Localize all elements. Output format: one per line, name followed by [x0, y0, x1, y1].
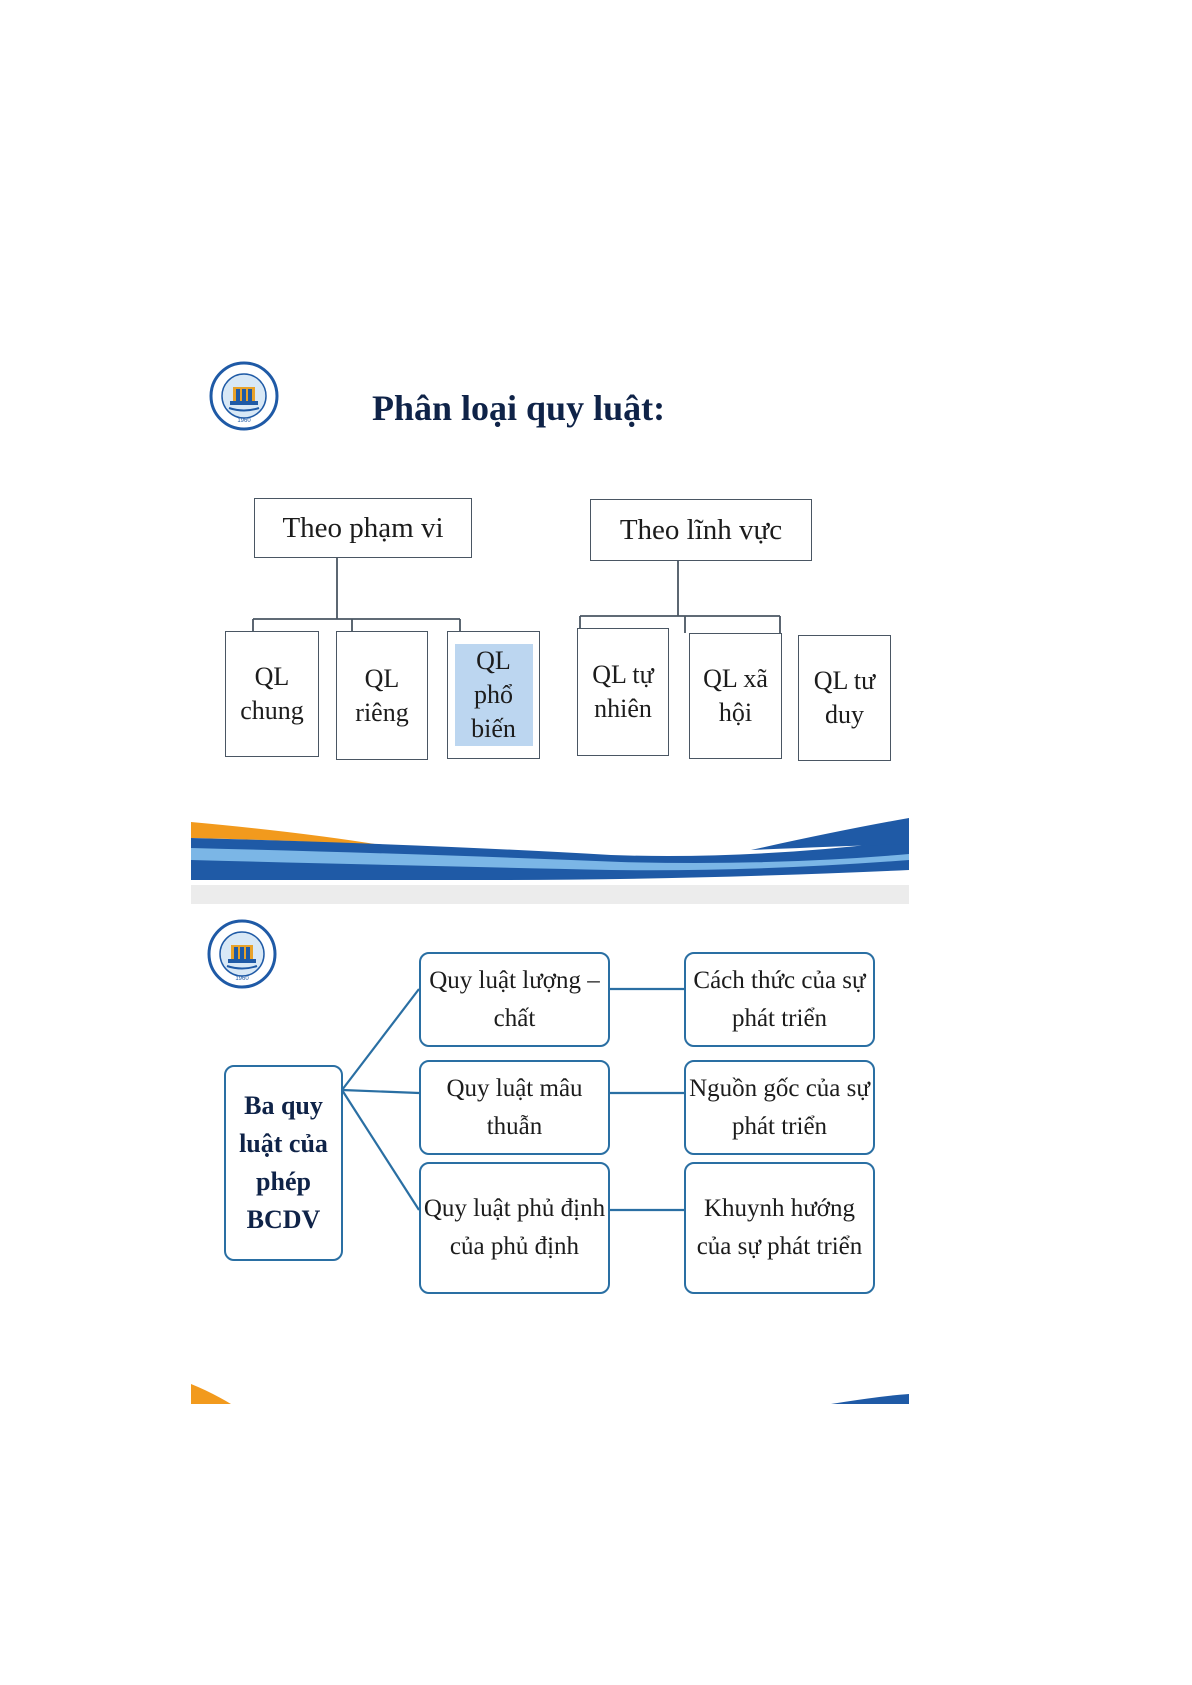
slide-banner [191, 818, 909, 880]
university-logo-icon: 1960 [209, 361, 279, 431]
box-ql-tu-nhien: QL tự nhiên [577, 628, 669, 756]
group-by-field: Theo lĩnh vực [590, 499, 812, 561]
svg-text:1960: 1960 [237, 418, 251, 424]
highlighted-text: QL phổ biến [454, 644, 533, 746]
role-tendency: Khuynh hướng của sự phát triển [684, 1162, 875, 1294]
connector-lines [252, 558, 781, 635]
box-ql-pho-bien: QL phổ biến [447, 631, 540, 759]
group-by-scope: Theo phạm vi [254, 498, 472, 558]
slide-law-classification: 1960 Phân loại quy luật: Theo phạm vi Th… [191, 335, 909, 885]
slide-divider [191, 885, 909, 904]
role-source: Nguồn gốc của sự phát triển [684, 1060, 875, 1155]
role-manner: Cách thức của sự phát triển [684, 952, 875, 1047]
university-logo-icon: 1960 [207, 919, 277, 989]
slide-banner [191, 1384, 909, 1404]
slide-three-laws: 1960 Ba quy luật của phép BCDV Quy luật … [191, 904, 909, 1404]
box-ql-rieng: QL riêng [336, 631, 428, 760]
box-ql-chung: QL chung [225, 631, 319, 757]
svg-text:1960: 1960 [235, 976, 249, 982]
connector-lines [341, 987, 684, 1212]
slide-title: Phân loại quy luật: [372, 388, 666, 428]
law-contradiction: Quy luật mâu thuẫn [419, 1060, 610, 1155]
box-ql-tu-duy: QL tư duy [798, 635, 891, 761]
law-negation-of-negation: Quy luật phủ định của phủ định [419, 1162, 610, 1294]
root-three-laws: Ba quy luật của phép BCDV [224, 1065, 343, 1261]
box-ql-xa-hoi: QL xã hội [689, 633, 782, 759]
law-quantity-quality: Quy luật lượng – chất [419, 952, 610, 1047]
